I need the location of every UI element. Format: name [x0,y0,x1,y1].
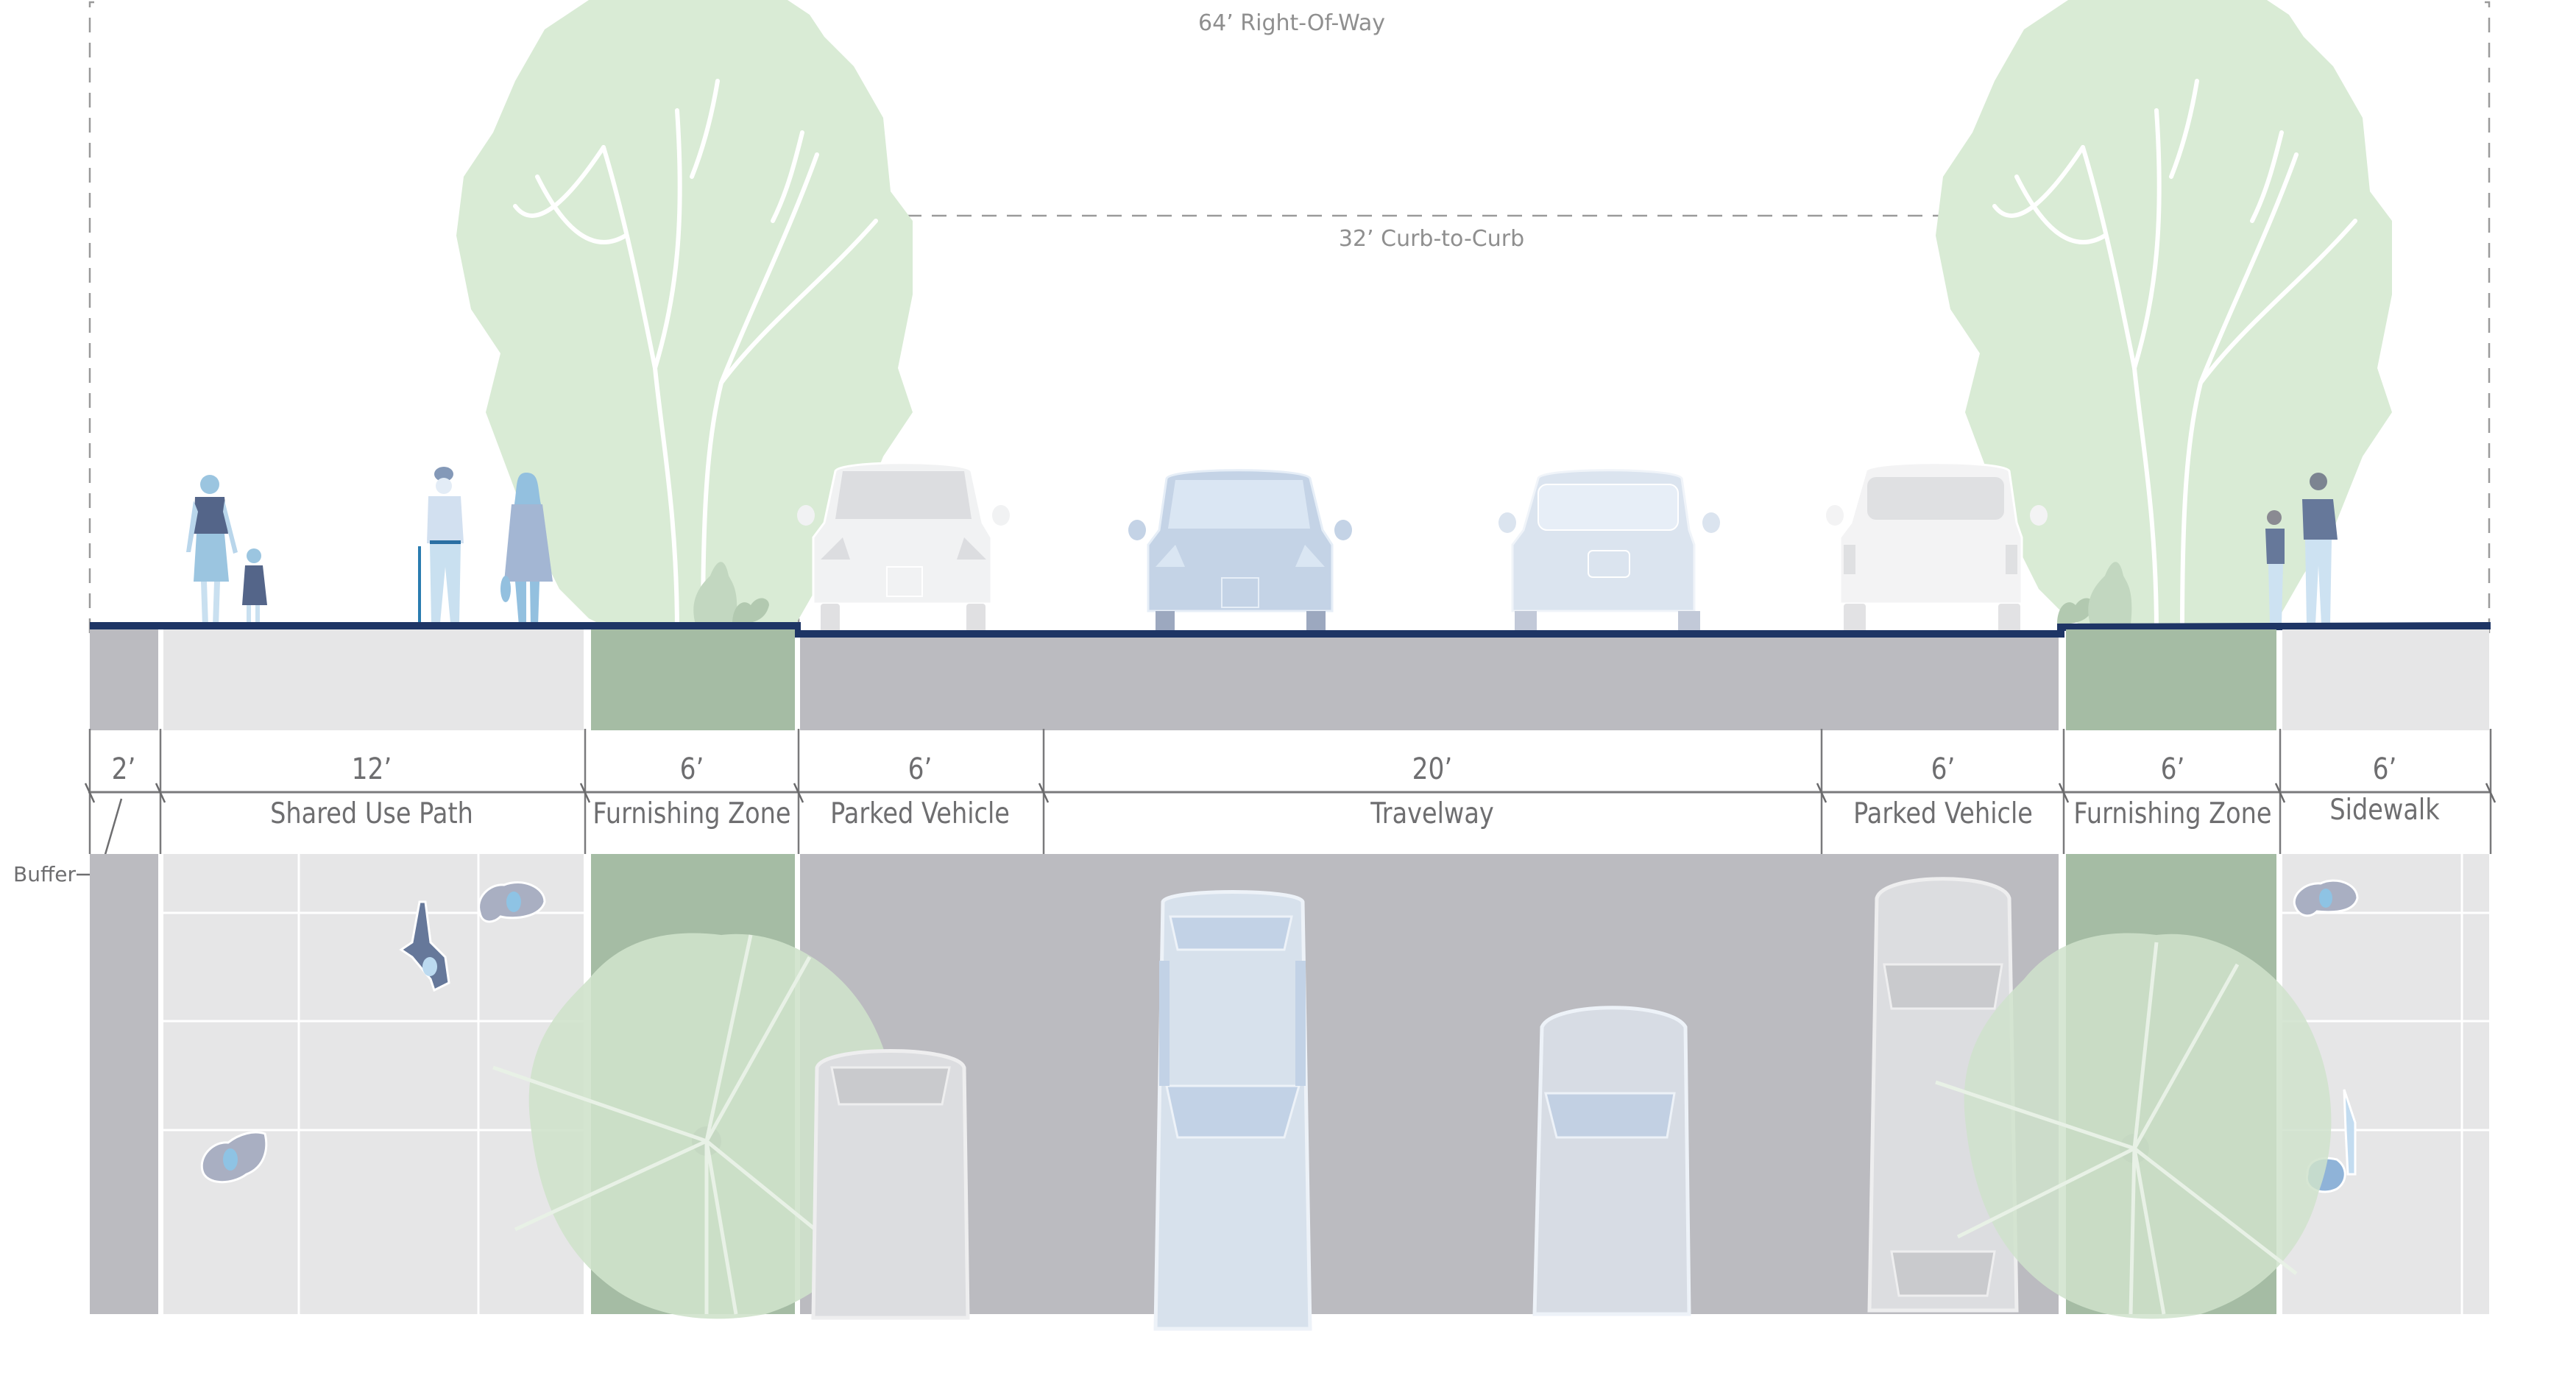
zone-width-furnishing-left: 6’ [679,752,704,786]
section-band-sidewalk [2282,629,2489,730]
zone-width-sidewalk: 6’ [2372,752,2397,786]
plan-view [0,854,2576,1373]
plan-band-roadway [800,854,2059,1314]
parked-car-front-left-elevation [797,462,1010,633]
zone-width-travelway: 20’ [1412,752,1453,786]
dimension-line [84,729,2497,854]
paving-joints [163,854,2489,1314]
moving-car-front-elevation [1128,469,1352,646]
moving-car-rear-elevation [1498,469,1720,640]
section-band-furnishing-right [2066,629,2276,730]
zone-name-sidewalk: Sidewalk [2329,794,2440,827]
tree-right-elevation [1936,0,2392,648]
right-of-way-label: 64’ Right-Of-Way [1198,10,1385,36]
car-top-travel-2-plan [1532,1006,1691,1316]
parked-car-top-left-plan [811,1049,970,1320]
woman-with-child-figure [186,475,267,626]
zone-width-buffer: 2’ [111,752,136,786]
zone-name-travelway: Travelway [1370,797,1494,830]
zone-name-shared-use-path: Shared Use Path [270,797,473,830]
section-band-furnishing-left [591,629,795,730]
dimension-strip: 2’ 12’ Shared Use Path 6’ Furnishing Zon… [0,729,2576,854]
section-band-shared-use-path [163,629,584,730]
zone-width-furnishing-right: 6’ [2160,752,2185,786]
tree-canopy-left-plan [492,933,896,1319]
plan-band-buffer [90,854,158,1314]
zone-name-furnishing-right: Furnishing Zone [2073,797,2272,830]
woman-with-bag-figure [500,473,553,626]
buffer-callout-label: Buffer [13,862,76,886]
cyclist-top [399,900,450,992]
shrubs-right [2057,562,2132,624]
man-with-child-figure [2265,473,2338,624]
pedestrian-top-2 [200,1131,268,1184]
section-band-buffer [90,629,158,730]
parked-car-rear-right-elevation [1826,462,2048,633]
zone-name-parked-left: Parked Vehicle [830,797,1010,830]
parked-car-top-right-plan [1867,877,2019,1313]
elevation-section: 64’ Right-Of-Way 32’ Curb-to-Curb [88,0,2491,730]
zone-width-shared-use-path: 12’ [351,752,392,786]
right-of-way-dashed-outline [88,1,2491,633]
plan-band-shared-use-path [163,854,584,1314]
zone-width-parked-left: 6’ [907,752,933,786]
zone-name-parked-right: Parked Vehicle [1853,797,2033,830]
tree-canopy-right-plan [1935,933,2332,1319]
elderly-man-with-cane-figure [418,467,464,624]
shrubs-left [693,562,769,624]
ground-profile-line [90,622,2491,638]
section-band-roadway [800,638,2059,730]
zone-width-parked-right: 6’ [1931,752,1956,786]
pedestrian-top-1 [478,881,546,923]
car-top-travel-1-plan [1153,890,1312,1331]
zone-name-furnishing-left: Furnishing Zone [592,797,791,830]
curb-to-curb-label: 32’ Curb-to-Curb [1338,226,1525,252]
pedestrian-top-3 [2293,879,2359,917]
